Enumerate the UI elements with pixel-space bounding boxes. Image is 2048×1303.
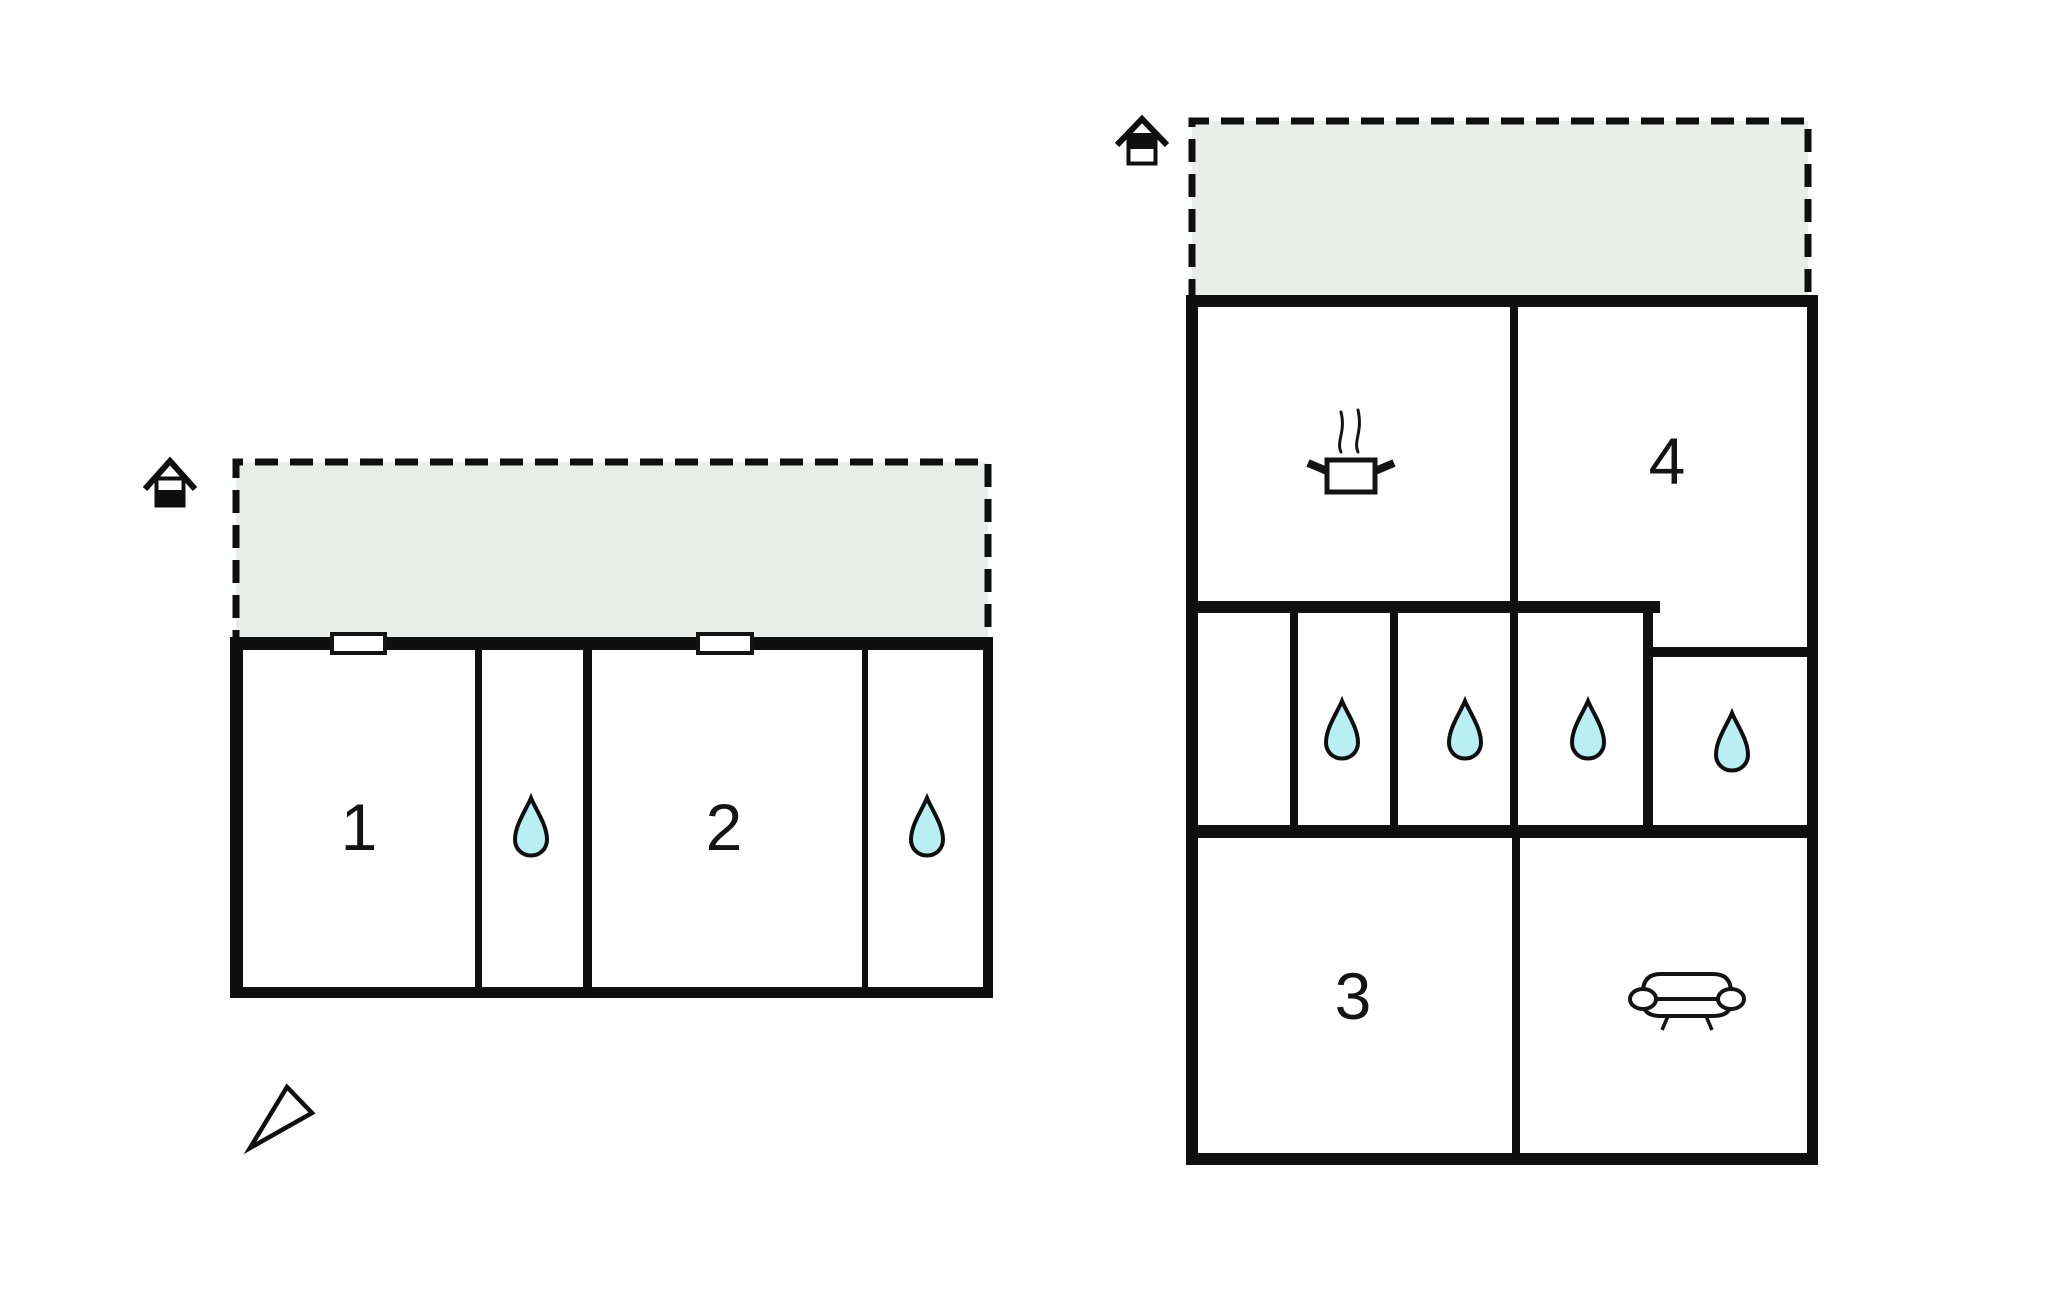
wall xyxy=(1186,295,1818,307)
water-drop-icon xyxy=(512,792,550,858)
wall xyxy=(230,987,993,998)
pot-handle xyxy=(1373,459,1396,475)
wall xyxy=(1390,613,1398,825)
sofa-icon xyxy=(1628,972,1746,1031)
sofa-leg xyxy=(1660,1015,1670,1031)
wall xyxy=(583,650,592,987)
room-label: 4 xyxy=(1649,424,1686,498)
water-drop-icon xyxy=(1569,695,1607,761)
terrace xyxy=(1188,117,1812,302)
wall xyxy=(1186,295,1198,1165)
window xyxy=(696,632,754,655)
wall xyxy=(1186,825,1818,838)
window xyxy=(330,632,387,655)
house-roof xyxy=(142,456,198,491)
pot-handle xyxy=(1306,459,1329,475)
house-door xyxy=(155,490,185,507)
sofa-armrest xyxy=(1628,987,1658,1011)
terrace xyxy=(232,458,992,653)
wall xyxy=(983,637,993,998)
wall xyxy=(475,650,482,987)
sofa-leg xyxy=(1704,1015,1714,1031)
water-drop-icon xyxy=(1323,695,1361,761)
terrace-dashed-boundary xyxy=(1188,117,1812,302)
terrace-area xyxy=(236,462,988,640)
wall xyxy=(1186,1153,1818,1165)
terrace-area xyxy=(1192,121,1808,297)
house-door xyxy=(1127,133,1157,149)
water-drop-icon xyxy=(1446,695,1484,761)
water-drop-icon xyxy=(908,792,946,858)
walls xyxy=(1186,295,1818,1165)
wall xyxy=(230,637,993,650)
wall xyxy=(1290,613,1298,825)
room-label: 1 xyxy=(341,790,378,864)
pot-body xyxy=(1324,457,1378,495)
north-arrow-icon xyxy=(243,1083,316,1155)
wall xyxy=(1510,307,1518,825)
steam-line xyxy=(1355,408,1361,454)
room-label: 2 xyxy=(706,790,743,864)
wall xyxy=(1512,838,1520,1153)
house-entrance-icon xyxy=(142,456,198,508)
terrace-dashed-boundary xyxy=(232,458,992,653)
wall xyxy=(1807,295,1818,1165)
house-roof xyxy=(1114,114,1170,148)
walls xyxy=(230,637,993,998)
wall xyxy=(230,637,243,998)
ground-floor-plan: 1 2 xyxy=(142,456,993,1155)
house-entrance-icon xyxy=(1114,114,1170,166)
steam-line xyxy=(1338,410,1344,454)
water-drop-icon xyxy=(1713,707,1751,773)
wall xyxy=(1198,601,1660,613)
wall xyxy=(1643,605,1653,838)
wall xyxy=(1653,647,1807,657)
wall xyxy=(862,650,868,987)
room-label: 3 xyxy=(1335,959,1372,1033)
sofa-armrest xyxy=(1716,987,1746,1011)
cooking-pot-icon xyxy=(1306,408,1396,495)
upper-floor-plan: 4 3 xyxy=(1114,114,1818,1165)
